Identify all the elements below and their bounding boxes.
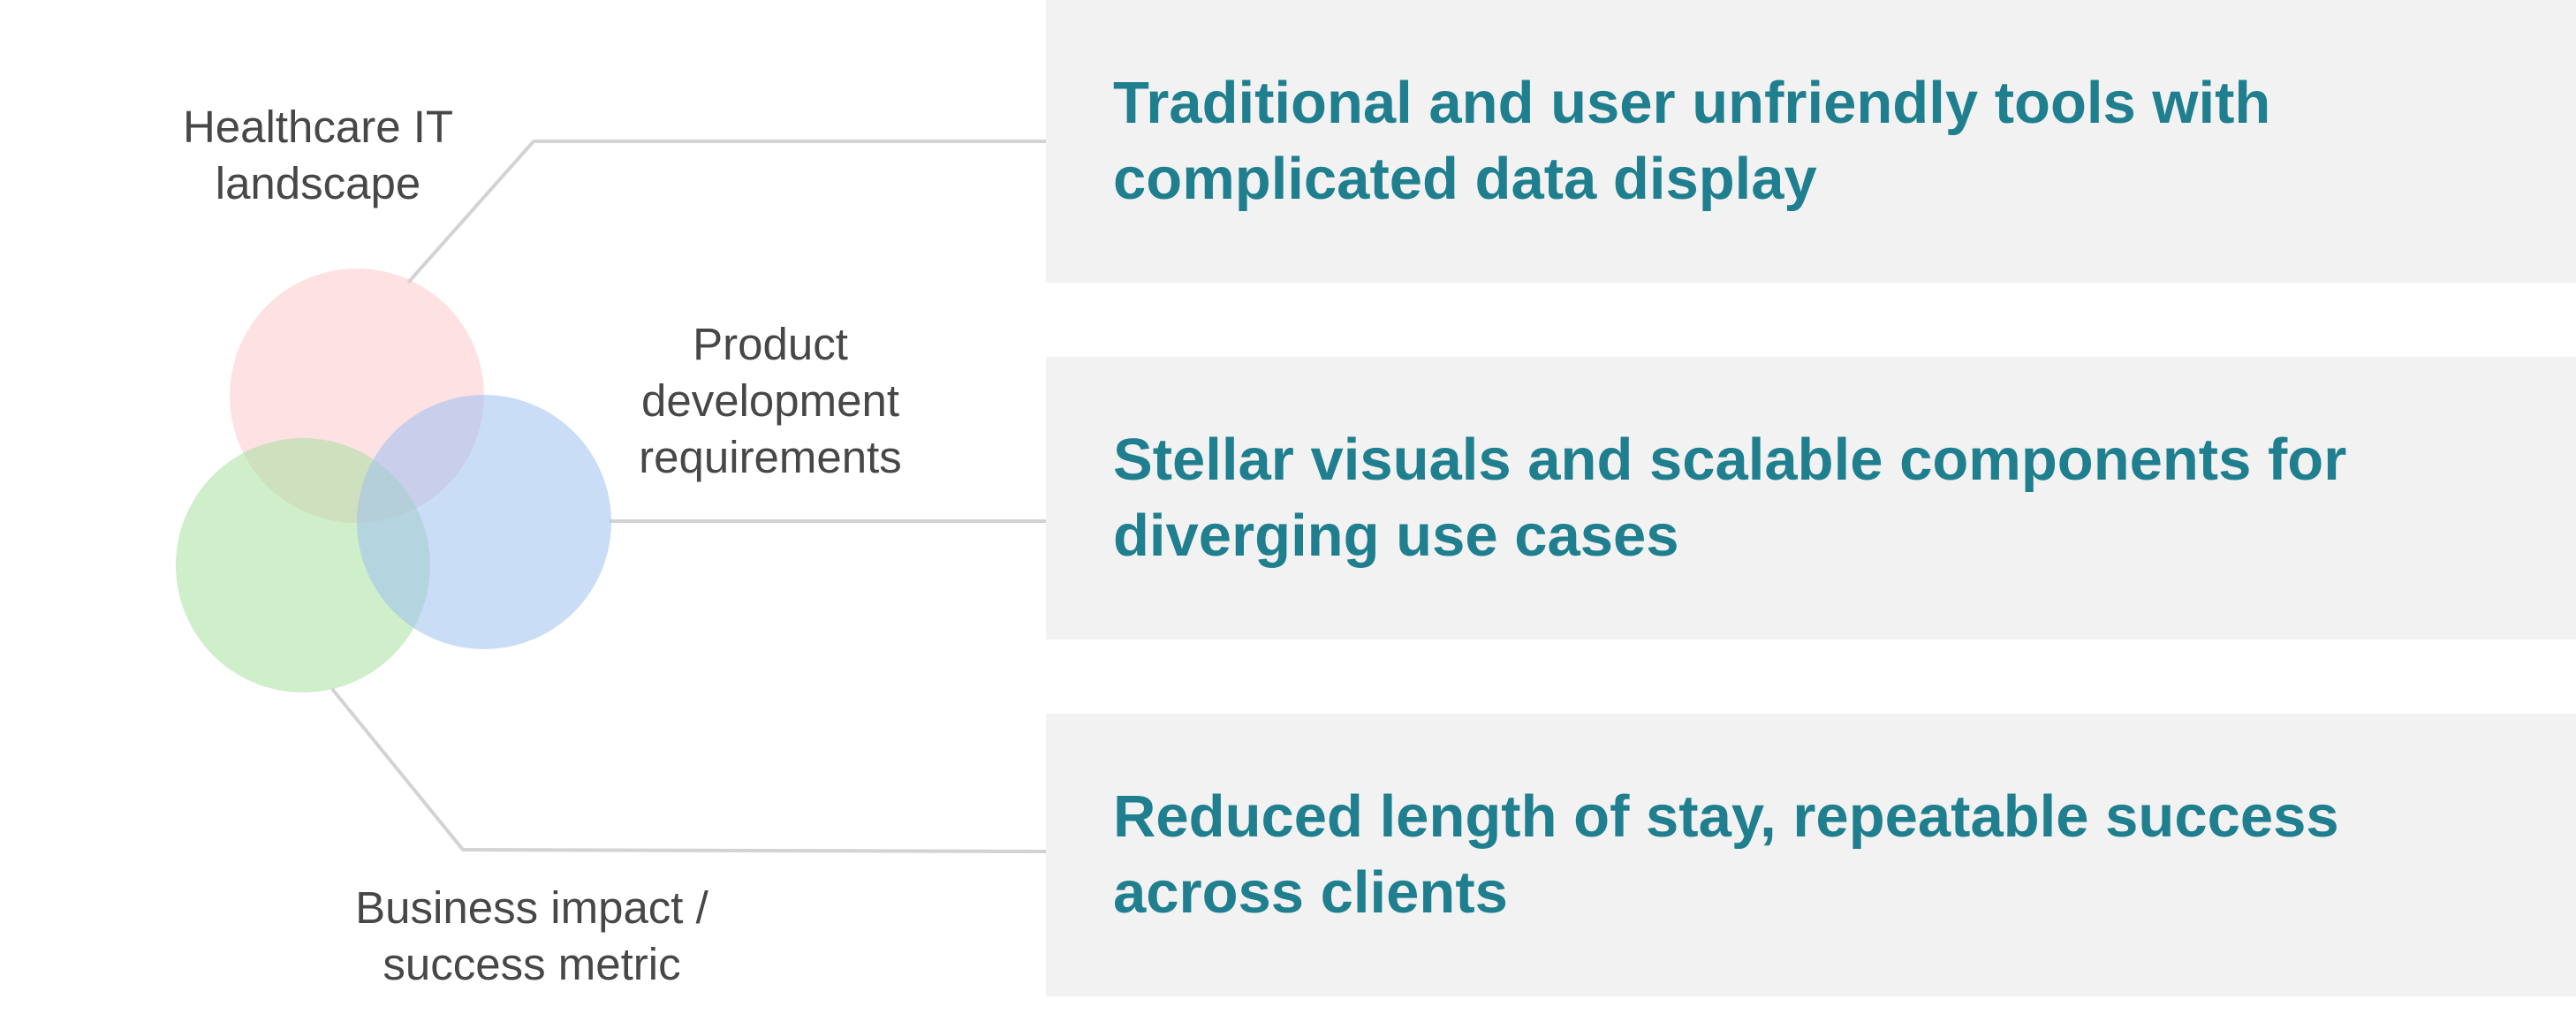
panel-business: Reduced length of stay, repeatable succe… <box>1046 714 2576 996</box>
circle-product <box>357 395 611 649</box>
panel-healthcare-text: Traditional and user unfriendly tools wi… <box>1113 70 2271 212</box>
connector-lines <box>330 140 1047 853</box>
panel-product-text: Stellar visuals and scalable components … <box>1113 427 2347 569</box>
label-healthcare-it-landscape: Healthcare IT landscape <box>182 102 454 208</box>
connector-line-business <box>330 687 1047 853</box>
panel-business-text: Reduced length of stay, repeatable succe… <box>1113 783 2339 926</box>
connector-line-healthcare <box>406 140 1046 284</box>
label-business-impact: Business impact / success metric <box>355 882 708 989</box>
venn-circles <box>176 269 611 692</box>
panel-product: Stellar visuals and scalable components … <box>1046 357 2576 639</box>
panel-healthcare: Traditional and user unfriendly tools wi… <box>1046 0 2576 283</box>
label-product-development-requirements: Product development requirements <box>639 319 902 482</box>
